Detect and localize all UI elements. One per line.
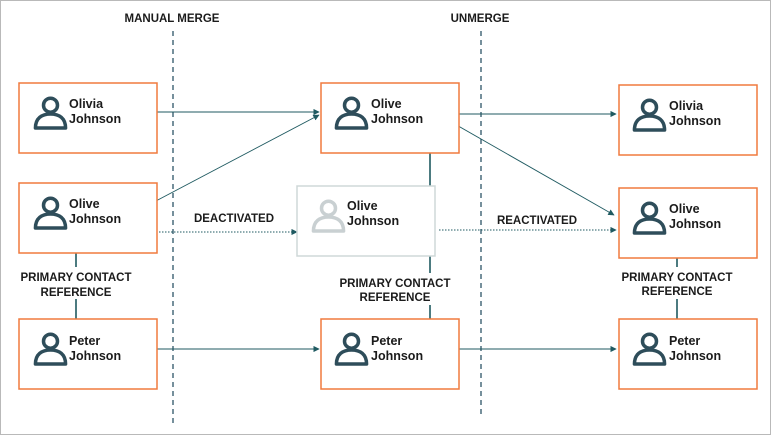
svg-text:Johnson: Johnson xyxy=(669,114,721,128)
contact-card-peter-right: Peter Johnson xyxy=(618,318,758,390)
svg-text:Olivia: Olivia xyxy=(69,97,104,111)
svg-text:Johnson: Johnson xyxy=(371,349,423,363)
arrow-olive-to-merged xyxy=(134,114,320,213)
contact-card-peter-left: Peter Johnson xyxy=(18,318,158,390)
svg-text:PRIMARY CONTACT: PRIMARY CONTACT xyxy=(340,278,451,290)
heading-manual-merge: MANUAL MERGE xyxy=(125,13,220,25)
svg-text:Johnson: Johnson xyxy=(669,217,721,231)
svg-text:Olive: Olive xyxy=(347,199,378,213)
svg-text:Johnson: Johnson xyxy=(347,214,399,228)
label-deactivated: DEACTIVATED xyxy=(194,213,274,225)
contact-card-peter-middle: Peter Johnson xyxy=(320,318,460,390)
svg-text:Johnson: Johnson xyxy=(669,349,721,363)
contact-card-olive-right: Olive Johnson xyxy=(618,187,758,259)
svg-text:REFERENCE: REFERENCE xyxy=(41,287,112,299)
svg-text:PRIMARY CONTACT: PRIMARY CONTACT xyxy=(622,272,733,284)
contact-card-olive-left: Olive Johnson xyxy=(18,182,158,254)
svg-text:Olivia: Olivia xyxy=(669,99,704,113)
contact-card-olive-merged: Olive Johnson xyxy=(320,82,460,154)
contact-card-olive-deactivated: Olive Johnson xyxy=(296,185,436,257)
label-primary-contact-reference-right: PRIMARY CONTACT REFERENCE xyxy=(622,272,733,298)
contact-card-olivia-right: Olivia Johnson xyxy=(618,84,758,156)
svg-text:REFERENCE: REFERENCE xyxy=(642,286,713,298)
svg-text:Johnson: Johnson xyxy=(371,112,423,126)
svg-text:REFERENCE: REFERENCE xyxy=(360,292,431,304)
heading-unmerge: UNMERGE xyxy=(451,13,510,25)
svg-text:Johnson: Johnson xyxy=(69,349,121,363)
svg-text:Olive: Olive xyxy=(669,202,700,216)
label-primary-contact-reference-middle: PRIMARY CONTACT REFERENCE xyxy=(340,278,451,304)
arrow-merged-to-olive-right xyxy=(438,114,615,216)
svg-text:Peter: Peter xyxy=(69,334,100,348)
label-reactivated: REACTIVATED xyxy=(497,215,577,227)
label-primary-contact-reference-left: PRIMARY CONTACT REFERENCE xyxy=(21,272,132,299)
svg-text:Olive: Olive xyxy=(371,97,402,111)
svg-text:Johnson: Johnson xyxy=(69,112,121,126)
svg-text:Johnson: Johnson xyxy=(69,212,121,226)
svg-text:Peter: Peter xyxy=(669,334,700,348)
svg-text:Peter: Peter xyxy=(371,334,402,348)
contact-card-olivia-left: Olivia Johnson xyxy=(18,82,158,154)
svg-text:Olive: Olive xyxy=(69,197,100,211)
svg-text:PRIMARY CONTACT: PRIMARY CONTACT xyxy=(21,272,132,284)
